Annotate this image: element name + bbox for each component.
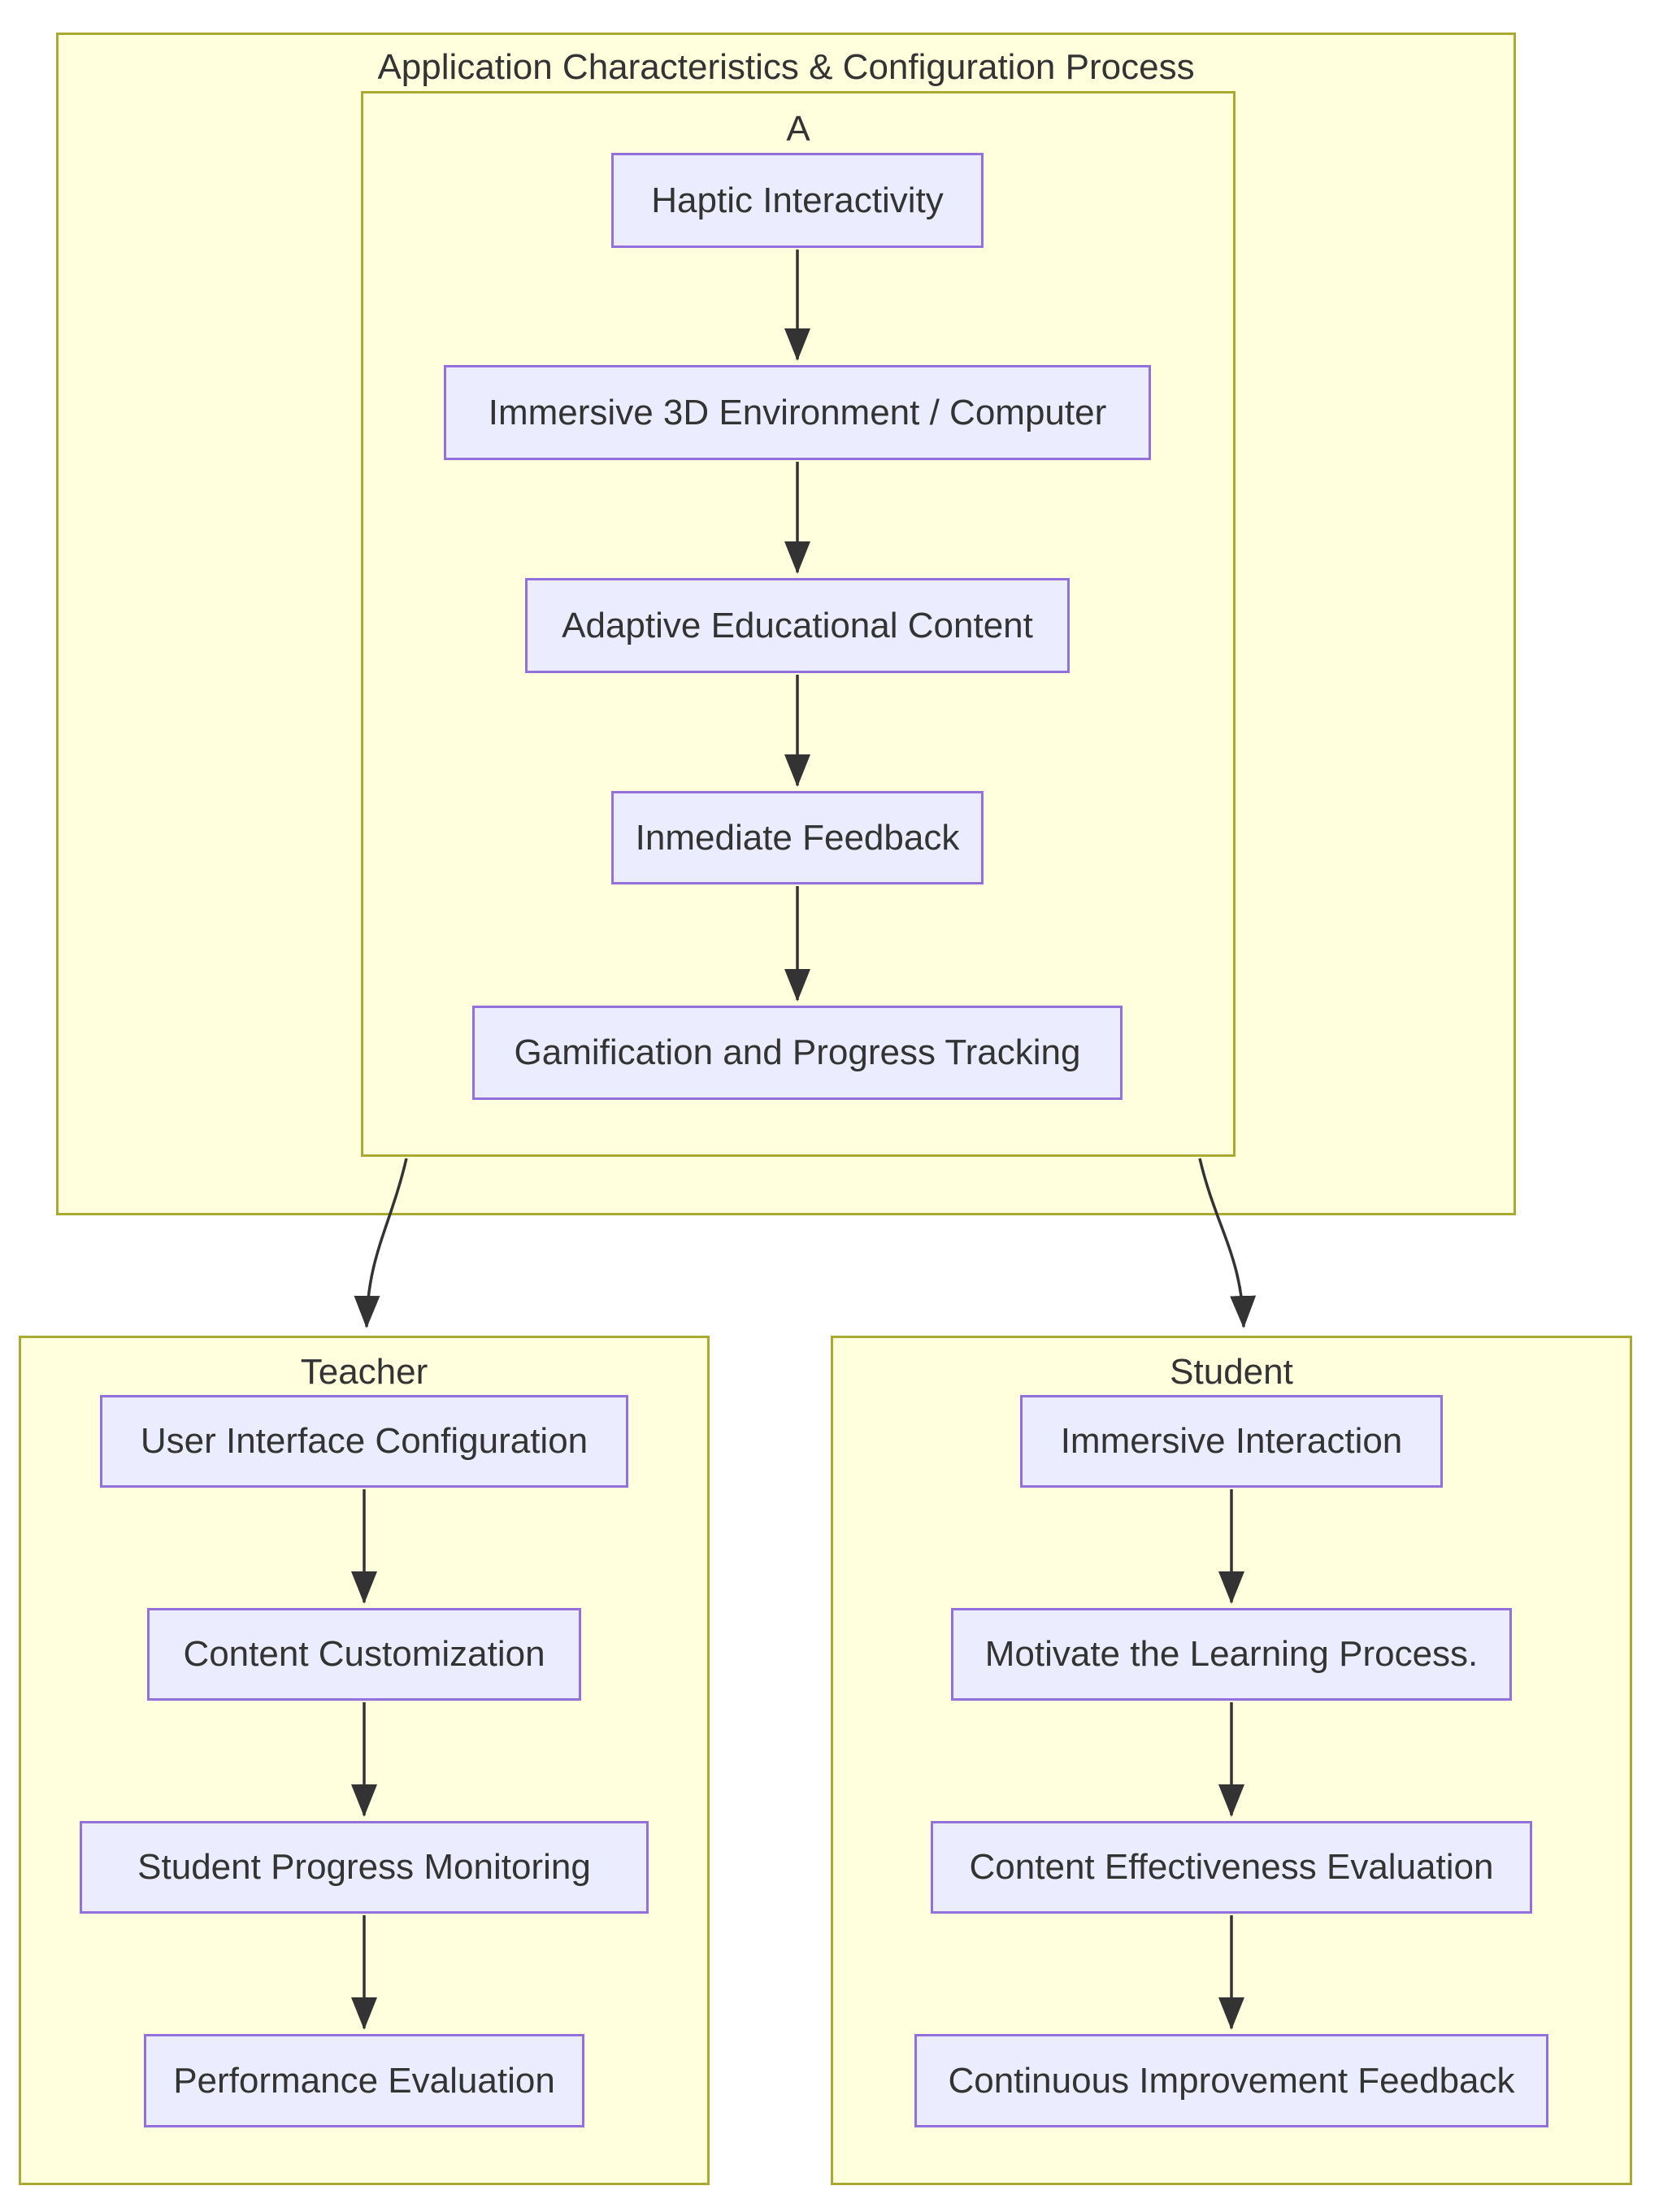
node-student-progress-monitoring: Student Progress Monitoring (80, 1821, 649, 1914)
node-immersive-3d-environment: Immersive 3D Environment / Computer (444, 365, 1151, 460)
cluster-application-process-title: Application Characteristics & Configurat… (377, 47, 1195, 87)
node-immersive-interaction: Immersive Interaction (1020, 1395, 1443, 1488)
node-content-customization: Content Customization (147, 1608, 581, 1701)
node-gamification-progress-tracking: Gamification and Progress Tracking (472, 1006, 1123, 1100)
node-performance-evaluation: Performance Evaluation (144, 2034, 584, 2127)
node-adaptive-educational-content: Adaptive Educational Content (525, 578, 1070, 673)
node-haptic-interactivity: Haptic Interactivity (611, 153, 984, 248)
node-inmediate-feedback: Inmediate Feedback (611, 791, 984, 884)
cluster-a-title: A (786, 109, 810, 149)
node-content-effectiveness-evaluation: Content Effectiveness Evaluation (931, 1821, 1532, 1914)
node-continuous-improvement-feedback: Continuous Improvement Feedback (914, 2034, 1548, 2127)
cluster-teacher-title: Teacher (300, 1352, 428, 1392)
cluster-student-title: Student (1170, 1352, 1293, 1392)
node-user-interface-configuration: User Interface Configuration (100, 1395, 628, 1488)
node-motivate-learning-process: Motivate the Learning Process. (951, 1608, 1512, 1701)
